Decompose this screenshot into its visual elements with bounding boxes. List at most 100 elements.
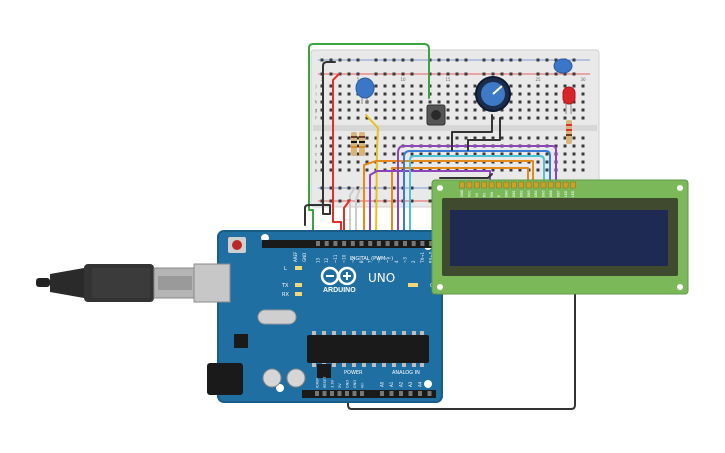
header-pin[interactable] [389,391,394,396]
header-pin[interactable] [385,241,390,246]
wire-black-pot[interactable] [451,114,493,151]
lcd-pin[interactable] [481,181,487,189]
lcd-pin[interactable] [533,181,539,189]
header-pin[interactable] [394,241,399,246]
lcd-pin-label: DB0 [505,190,509,197]
breadboard-hole [329,100,333,104]
lcd-pin[interactable] [562,181,569,189]
usb-cable[interactable] [36,264,195,302]
lcd-pin[interactable] [511,181,517,189]
wire-blue-1[interactable] [403,150,551,239]
header-pin[interactable] [403,241,407,246]
header-pin[interactable] [330,391,334,396]
digital-pin-label: RX←0 [429,251,434,263]
potentiometer[interactable] [475,76,511,112]
resistor-2[interactable] [359,132,365,156]
lcd-pin-label: DB6 [549,190,553,197]
breadboard-hole [329,136,333,140]
breadboard-hole [581,160,585,164]
wire-white-2[interactable] [355,187,361,239]
breadboard-hole [545,72,549,76]
header-pin[interactable] [324,241,329,246]
breadboard-hole [563,168,567,172]
header-pin[interactable] [322,391,327,396]
lcd-pin[interactable] [474,181,480,189]
led-red[interactable] [562,86,576,114]
header-pin[interactable] [429,241,434,246]
breadboard-hole [419,116,423,120]
breadboard-hole [347,136,351,140]
breadboard-hole [518,136,522,140]
capacitor-right[interactable] [553,58,573,74]
breadboard-hole [428,136,432,140]
breadboard-hole [536,58,540,62]
wire-cyan-1[interactable] [409,155,545,239]
digital-pin-label: TX→1 [420,251,425,264]
breadboard-row-letter: a [315,168,318,173]
wire-orange-2[interactable] [391,167,529,239]
resistor-3[interactable] [566,120,572,144]
header-pin[interactable] [350,241,355,246]
pushbutton[interactable] [426,104,446,126]
header-pin[interactable] [345,391,349,396]
lcd-pin[interactable] [466,181,473,189]
header-pin[interactable] [333,241,338,246]
header-pin[interactable] [380,391,384,396]
header-pin[interactable] [368,241,373,246]
wire-orange-1[interactable] [363,160,534,239]
breadboard-hole [329,160,333,164]
lcd-pin[interactable] [488,181,495,189]
wire-black-breadboard[interactable] [467,117,501,151]
lcd-pin[interactable] [540,181,547,189]
header-pin[interactable] [418,391,422,396]
lcd-pin[interactable] [570,181,576,189]
lcd-pin[interactable] [459,181,465,189]
lcd-pin[interactable] [503,181,510,189]
lcd-pin[interactable] [548,181,554,189]
header-pin[interactable] [352,391,357,396]
header-pin[interactable] [360,391,364,396]
lcd-pin-label: DB4 [534,190,538,197]
breadboard-hole [347,100,351,104]
breadboard-hole [536,136,540,140]
breadboard-hole [410,136,414,140]
lcd-pin[interactable] [525,181,532,189]
header-pin[interactable] [337,391,342,396]
header-pin[interactable] [399,391,403,396]
wire-red-9[interactable] [343,199,351,239]
breadboard-hole [401,152,405,156]
breadboard-hole [401,58,405,62]
breadboard-hole [509,84,513,88]
lcd-pin[interactable] [518,181,524,189]
header-pin[interactable] [359,241,364,246]
wire-black-gnd[interactable] [304,61,336,226]
header-pin[interactable] [315,391,319,396]
header-pin[interactable] [420,241,425,246]
wire-black-lcd-gnd[interactable] [347,293,576,410]
lcd-pin[interactable] [496,181,502,189]
breadboard-hole [410,84,414,88]
header-pin[interactable] [342,241,347,246]
breadboard-hole [383,72,387,76]
breadboard-row-letter: j [314,84,316,89]
wire-green[interactable] [308,43,430,396]
wire-purple-2[interactable] [397,145,557,239]
breadboard-hole [518,168,522,172]
resistor-1[interactable] [351,132,357,156]
breadboard-hole [383,136,387,140]
header-pin[interactable] [376,241,381,246]
breadboard-hole [464,92,468,96]
header-pin[interactable] [427,391,432,396]
header-pin[interactable] [316,241,320,246]
breadboard-hole [338,58,342,62]
breadboard-hole [401,136,405,140]
header-pin[interactable] [411,241,416,246]
arduino-uno[interactable]: ARDUINO UNO DIGITAL (PWM ~) POWER ANALOG… [193,230,443,403]
header-pin[interactable] [408,391,413,396]
wire-black-lcd-top[interactable] [439,173,493,179]
analog-pin-label: A3 [408,381,413,387]
lcd-pin[interactable] [555,181,561,189]
capacitor-left[interactable] [355,77,375,104]
wire-white-1[interactable] [349,187,356,239]
